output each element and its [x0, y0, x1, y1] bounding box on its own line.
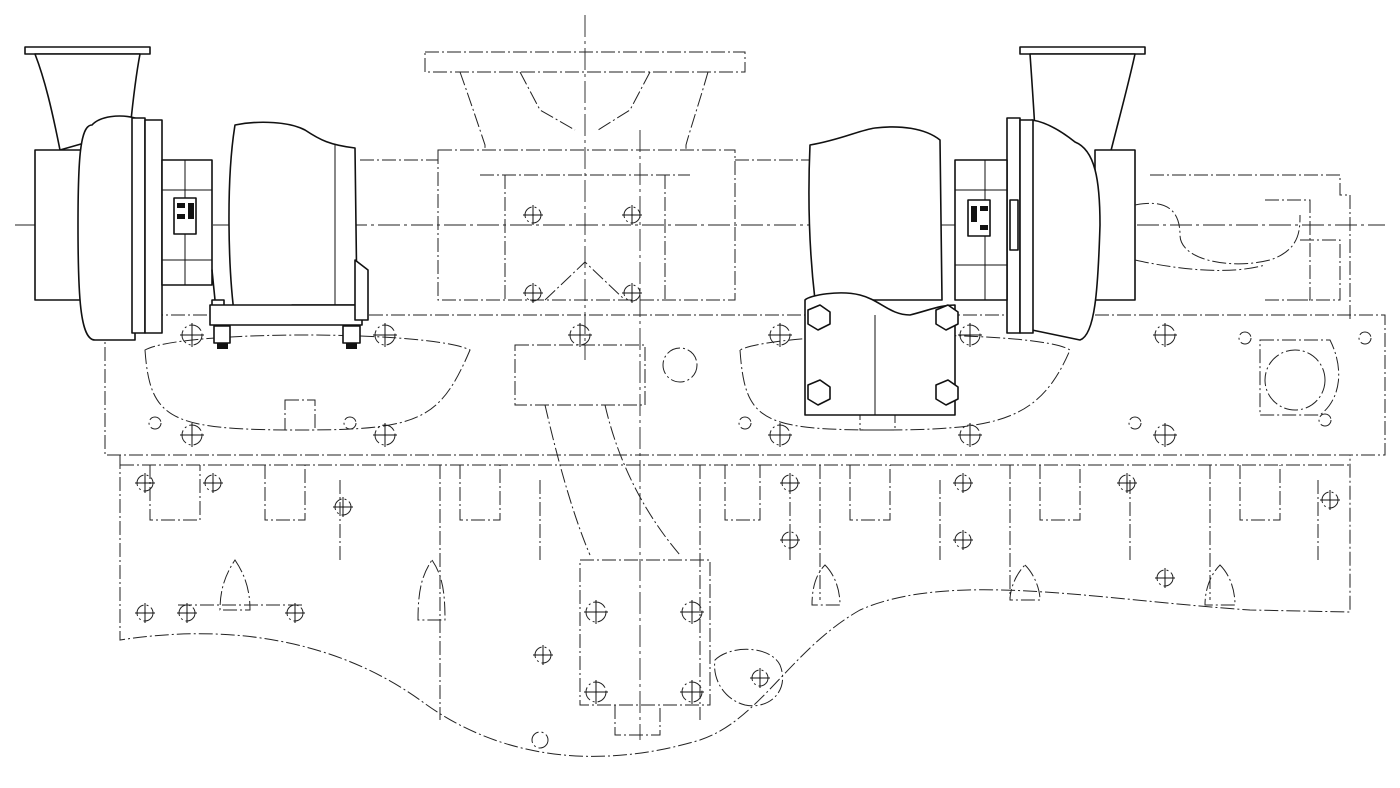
right-turbocharger: [804, 46, 1146, 416]
right-turbine-housing: [808, 126, 943, 301]
left-inlet-flange: [24, 46, 151, 55]
left-turbocharger: [24, 46, 369, 349]
right-compressor-housing: [1094, 149, 1136, 301]
bolt-markers: [135, 205, 1372, 749]
engine-block: [119, 404, 1351, 757]
right-flange-bolts: [807, 304, 959, 406]
right-inlet-flange: [1019, 46, 1146, 55]
right-end-detail: [1134, 174, 1351, 320]
left-turbine-housing: [228, 121, 358, 321]
air-inlet-elbow: [360, 51, 810, 301]
center-lines: [15, 15, 1385, 740]
exhaust-manifold: [104, 314, 1386, 456]
